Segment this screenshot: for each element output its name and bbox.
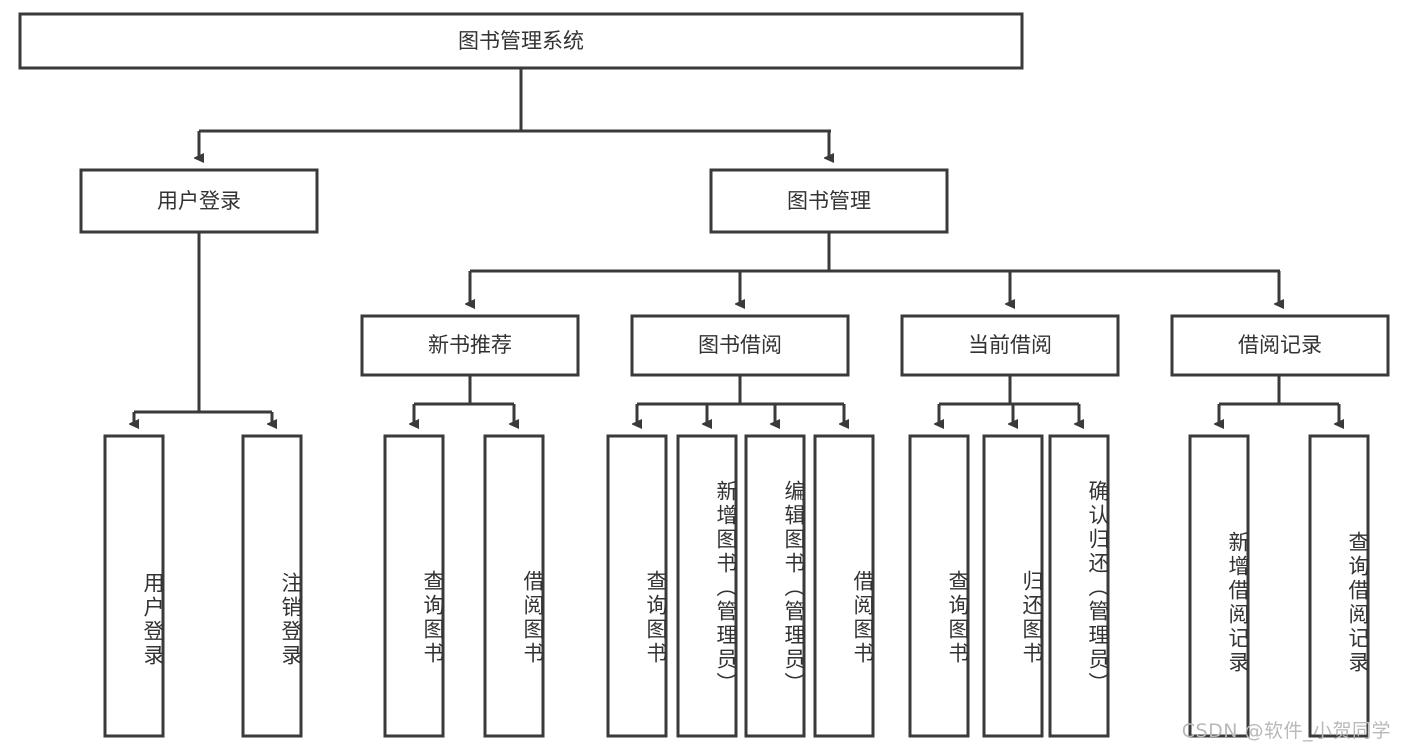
- node-new-book-recommend[interactable]: 新书推荐: [360, 314, 580, 377]
- node-user-login-label: 用户登录: [157, 189, 241, 213]
- connector-group-bookborrow-to-leaves: [637, 375, 844, 424]
- connector-group-newbookrec-to-leaves: [414, 375, 514, 424]
- leaf-box-confirm-return[interactable]: [1048, 434, 1110, 738]
- node-current-borrow[interactable]: 当前借阅: [900, 314, 1120, 377]
- leaf-box-logout[interactable]: [241, 434, 303, 738]
- leaf-box-query-book-1[interactable]: [383, 434, 445, 738]
- node-root-box: [18, 12, 1024, 70]
- leaf-box-query-record[interactable]: [1308, 434, 1370, 738]
- leaf-box-user-login[interactable]: [103, 434, 165, 738]
- node-book-borrow-label: 图书借阅: [698, 333, 782, 357]
- connector-group-currentborrow-to-leaves: [939, 375, 1079, 424]
- leaf-box-edit-book[interactable]: [744, 434, 806, 738]
- node-current-borrow-label: 当前借阅: [968, 333, 1052, 357]
- node-current-borrow-box: [900, 314, 1120, 377]
- node-book-manage[interactable]: 图书管理: [709, 168, 949, 234]
- node-new-book-recommend-label: 新书推荐: [428, 333, 512, 357]
- node-borrow-record-box: [1170, 314, 1390, 377]
- node-book-manage-label: 图书管理: [787, 189, 871, 213]
- leaf-box-borrow-book-2[interactable]: [813, 434, 875, 738]
- node-book-borrow[interactable]: 图书借阅: [630, 314, 850, 377]
- node-book-borrow-box: [630, 314, 850, 377]
- connector-group-userlogin-to-leaves: [134, 232, 272, 424]
- node-user-login[interactable]: 用户登录: [79, 168, 319, 234]
- connector-group-bookmanage-to-level3: [470, 232, 1280, 304]
- node-new-book-recommend-box: [360, 314, 580, 377]
- node-borrow-record-label: 借阅记录: [1238, 333, 1322, 357]
- csdn-watermark: CSDN @软件_小贺同学: [1181, 720, 1391, 742]
- connector-group-root-to-level2: [199, 68, 831, 158]
- leaf-box-add-record[interactable]: [1188, 434, 1250, 738]
- node-book-manage-box: [709, 168, 949, 234]
- leaf-box-query-book-3[interactable]: [908, 434, 970, 738]
- leaf-box-borrow-book-1[interactable]: [483, 434, 545, 738]
- leaf-box-query-book-2[interactable]: [606, 434, 668, 738]
- node-user-login-box: [79, 168, 319, 234]
- node-root[interactable]: 图书管理系统: [18, 12, 1024, 70]
- leaf-box-add-book[interactable]: [676, 434, 738, 738]
- node-borrow-record[interactable]: 借阅记录: [1170, 314, 1390, 377]
- leaf-box-return-book[interactable]: [982, 434, 1044, 738]
- connector-group-borrowrecord-to-leaves: [1219, 375, 1339, 424]
- node-root-label: 图书管理系统: [458, 29, 584, 53]
